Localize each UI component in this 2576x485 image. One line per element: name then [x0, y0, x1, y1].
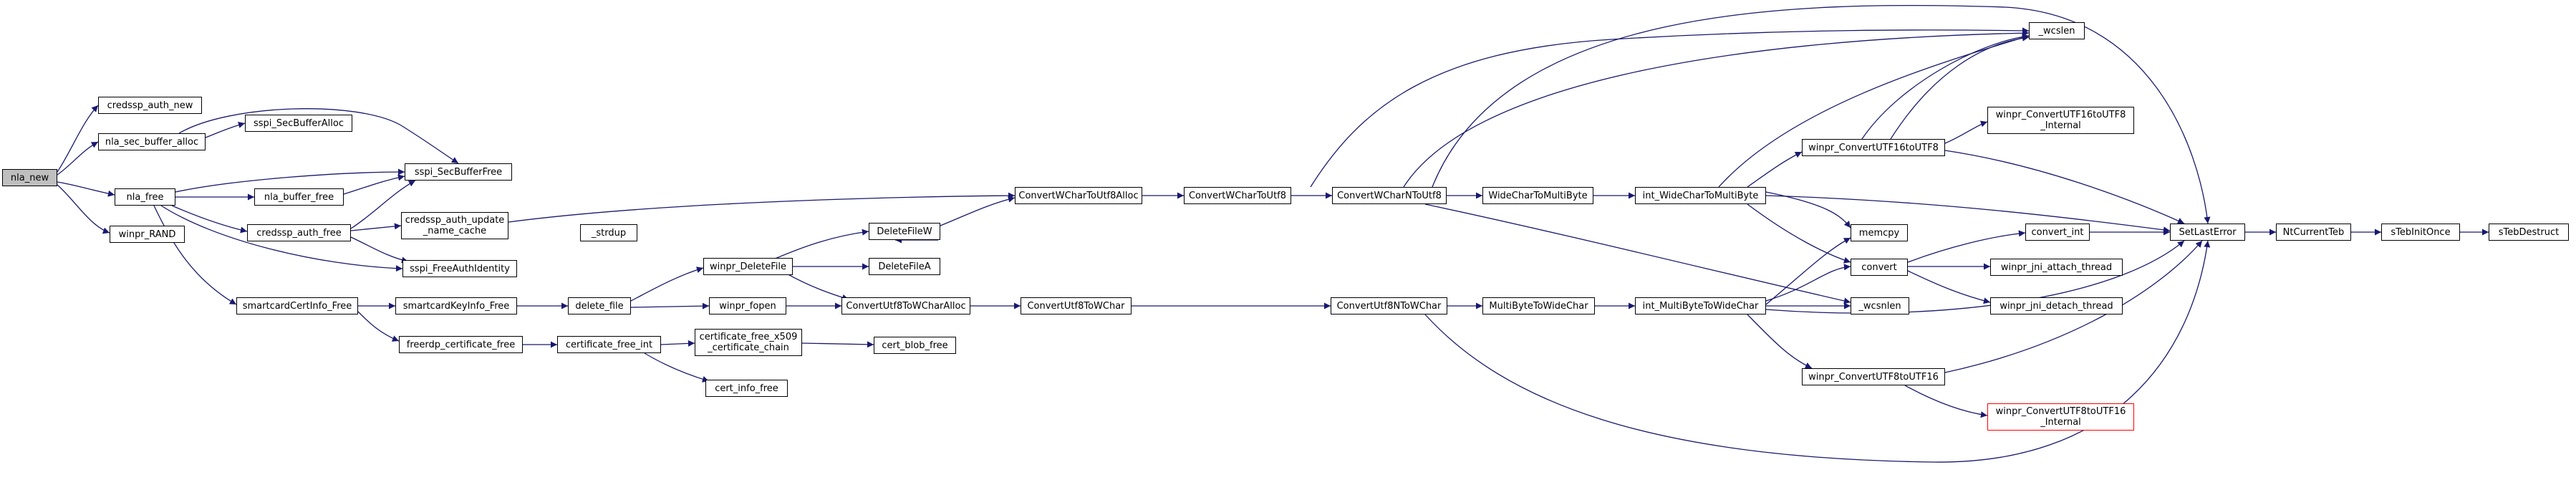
node-convertwchartoutf8[interactable]: ConvertWCharToUtf8	[1184, 187, 1291, 204]
node-convert[interactable]: convert	[1851, 259, 1908, 276]
node-freerdp-certificate-free[interactable]: freerdp_certificate_free	[399, 336, 523, 353]
call-edges	[57, 4, 2489, 463]
node-credssp-auth-update-name-cache[interactable]: credssp_auth_update _name_cache	[401, 212, 508, 239]
call-edge	[1944, 150, 2185, 224]
node-winpr-deletefile[interactable]: winpr_DeleteFile	[703, 258, 793, 275]
call-edge	[508, 192, 1016, 223]
node-nla-sec-buffer-alloc[interactable]: nla_sec_buffer_alloc	[98, 133, 206, 150]
call-edge	[57, 141, 99, 176]
node-winpr-convertutf16toutf8[interactable]: winpr_ConvertUTF16toUTF8	[1802, 139, 1945, 156]
node-delete-file[interactable]: delete_file	[568, 297, 631, 314]
call-edge	[350, 236, 409, 264]
node-cert-info-free[interactable]: cert_info_free	[705, 380, 788, 397]
node-nla-buffer-free[interactable]: nla_buffer_free	[254, 188, 344, 206]
node-deletefilea[interactable]: DeleteFileA	[869, 258, 940, 275]
node-stebinitonce[interactable]: sTebInitOnce	[2381, 224, 2460, 241]
call-edge	[1718, 34, 2030, 188]
call-edge	[160, 205, 403, 272]
call-edge	[350, 223, 402, 231]
call-edge	[630, 266, 704, 302]
node-cert-blob-free[interactable]: cert_blob_free	[874, 337, 956, 354]
node-convertwcharntoutf8[interactable]: ConvertWCharNToUtf8	[1332, 187, 1447, 204]
call-edge	[1765, 264, 1851, 302]
call-edge	[1310, 27, 2030, 188]
node-wcsnlen[interactable]: _wcsnlen	[1851, 297, 1909, 314]
call-edge	[1907, 230, 2026, 263]
call-edge	[57, 181, 115, 197]
node-sspi-secbufferfree[interactable]: sspi_SecBufferFree	[405, 163, 512, 181]
node-setlasterror[interactable]: SetLastError	[2170, 224, 2245, 241]
node-multibytetowidechar[interactable]: MultiByteToWideChar	[1482, 297, 1595, 314]
node-convertwchartoutf8alloc[interactable]: ConvertWCharToUtf8Alloc	[1015, 187, 1142, 204]
node-smartcardkeyinfo-free[interactable]: smartcardKeyInfo_Free	[395, 297, 517, 314]
call-edge	[57, 184, 110, 234]
call-edge	[783, 272, 849, 301]
node-credssp-auth-free[interactable]: credssp_auth_free	[247, 224, 351, 241]
node-convertutf8ntowchar[interactable]: ConvertUtf8NToWChar	[1331, 297, 1447, 314]
call-edge	[57, 105, 99, 173]
node-certificate-free-x509-certificate-chain[interactable]: certificate_free_x509 _certificate_chain	[695, 329, 802, 356]
call-edge	[1424, 240, 2211, 463]
node-int-multibytetowidechar[interactable]: int_MultiByteToWideChar	[1635, 297, 1766, 314]
node-winpr-convertutf8toutf16[interactable]: winpr_ConvertUTF8toUTF16	[1802, 368, 1945, 385]
call-edge	[801, 341, 874, 348]
node-wcslen[interactable]: _wcslen	[2029, 22, 2085, 39]
call-edge	[1424, 203, 1851, 304]
call-edge	[1765, 195, 2171, 234]
node-winpr-rand[interactable]: winpr_RAND	[110, 226, 185, 243]
node-strdup[interactable]: _strdup	[580, 224, 637, 241]
call-edge	[1403, 29, 2030, 188]
node-memcpy[interactable]: memcpy	[1851, 224, 1908, 241]
call-edge	[1747, 203, 1851, 264]
call-edge	[153, 205, 237, 305]
node-convertwchartoutf8alloc-2[interactable]: ConvertUtf8ToWCharAlloc	[841, 297, 970, 314]
call-edge	[175, 168, 405, 193]
node-smartcardcertinfo-free[interactable]: smartcardCertInfo_Free	[236, 297, 358, 314]
node-sspi-freeauthidentity[interactable]: sspi_FreeAuthIdentity	[402, 260, 517, 277]
call-edge	[1747, 151, 1803, 188]
node-deletefilew[interactable]: DeleteFileW	[869, 223, 940, 240]
node-convertutf8towchar[interactable]: ConvertUtf8ToWChar	[1021, 297, 1132, 314]
call-edge	[343, 174, 405, 195]
node-int-widechartomultibyte[interactable]: int_WideCharToMultiByte	[1635, 187, 1766, 204]
call-edge	[1907, 270, 1991, 304]
call-edge	[357, 311, 400, 342]
call-edge	[773, 229, 869, 260]
call-edge	[1861, 33, 2030, 140]
node-ntcurrentteb[interactable]: NtCurrentTeb	[2276, 224, 2351, 241]
call-edge	[1890, 34, 2030, 140]
call-edge	[1432, 4, 2211, 224]
call-edge	[171, 205, 248, 234]
node-winpr-jni-attach-thread[interactable]: winpr_jni_attach_thread	[1990, 259, 2123, 276]
call-edge	[630, 302, 710, 309]
node-winpr-convertutf16toutf8-internal[interactable]: winpr_ConvertUTF16toUTF8 _Internal	[1987, 107, 2134, 134]
call-edge	[1765, 237, 1851, 305]
call-edge	[660, 340, 695, 347]
call-edge	[1904, 385, 1988, 418]
node-credssp-auth-new[interactable]: credssp_auth_new	[98, 97, 202, 114]
node-widechartomultibyte[interactable]: WideCharToMultiByte	[1482, 187, 1593, 204]
node-certificate-free-int[interactable]: certificate_free_int	[557, 336, 661, 353]
node-nla-new[interactable]: nla_new	[2, 169, 57, 186]
call-edge	[350, 180, 416, 229]
call-edge	[644, 352, 710, 383]
node-winpr-convertutf8toutf16-internal[interactable]: winpr_ConvertUTF8toUTF16 _Internal	[1987, 403, 2134, 431]
node-stebdestruct[interactable]: sTebDestruct	[2489, 224, 2569, 241]
node-winpr-fopen[interactable]: winpr_fopen	[709, 297, 786, 314]
call-edge	[205, 122, 246, 138]
node-convert-int[interactable]: convert_int	[2025, 224, 2090, 241]
call-edge	[178, 108, 459, 164]
call-edge	[940, 196, 1016, 226]
node-sspi-secbufferalloc[interactable]: sspi_SecBufferAlloc	[245, 115, 352, 132]
call-edge	[1747, 314, 1813, 369]
node-winpr-jni-detach-thread[interactable]: winpr_jni_detach_thread	[1990, 297, 2123, 314]
call-edge	[1944, 120, 1988, 144]
node-nla-free[interactable]: nla_free	[115, 188, 175, 206]
